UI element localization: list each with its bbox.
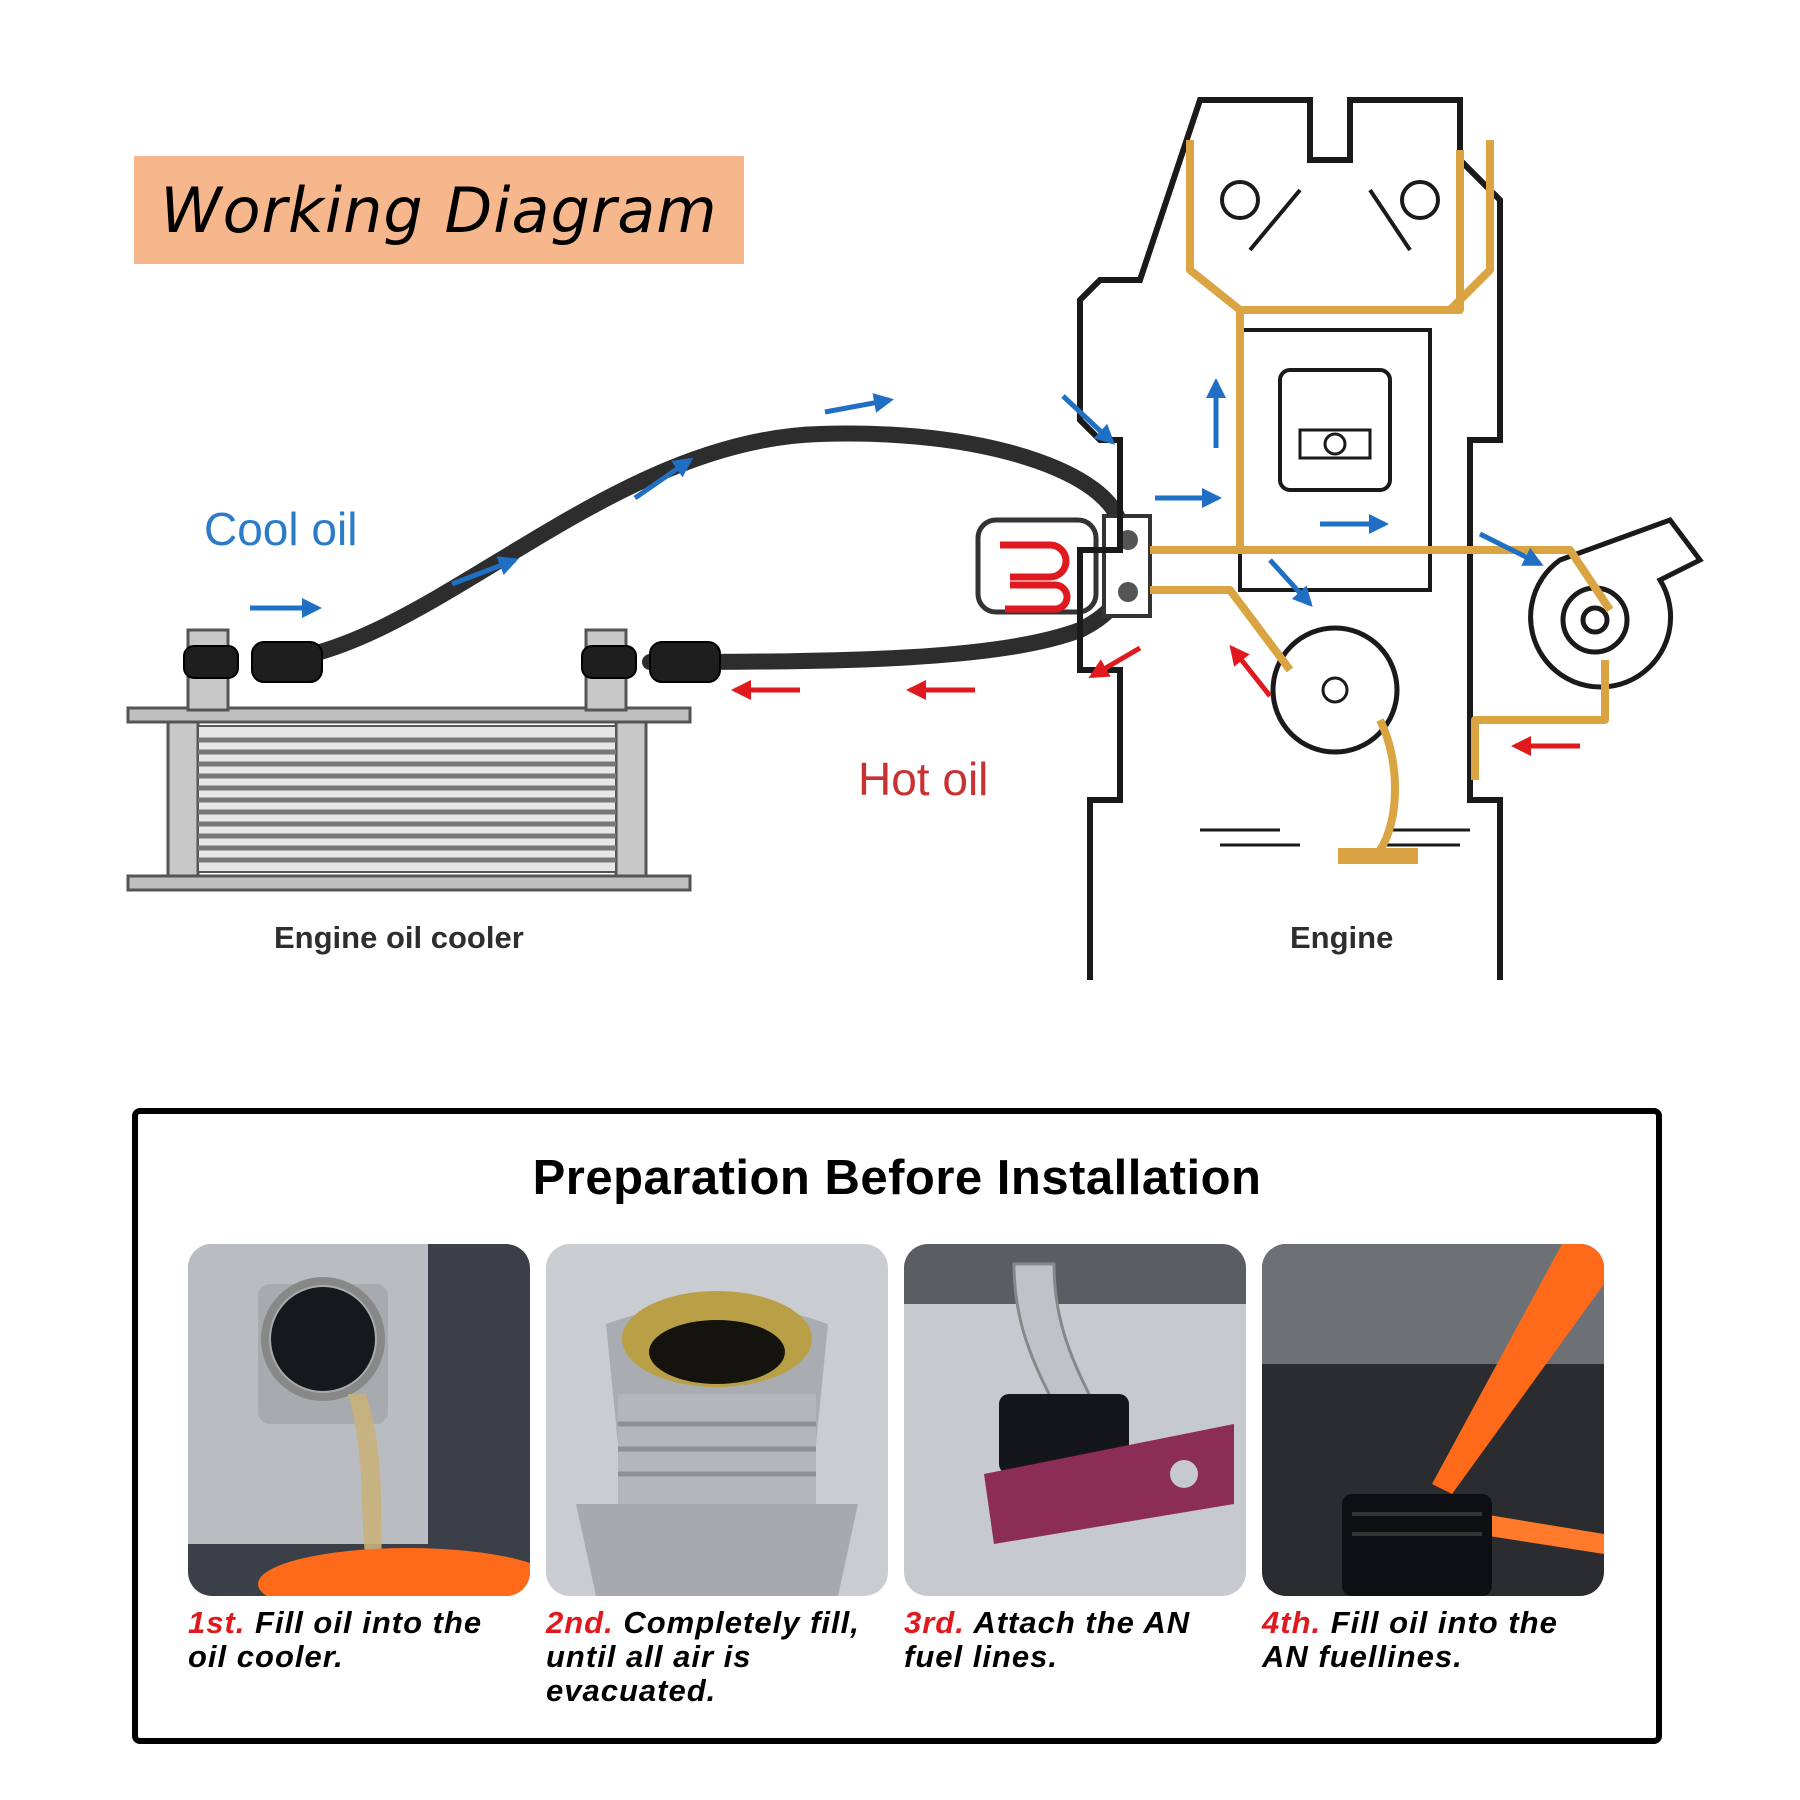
step-2-number: 2nd.	[546, 1605, 614, 1640]
step-4-text: Fill oil into the AN fuellines.	[1262, 1605, 1558, 1674]
step-1: 1st. Fill oil into the oil cooler.	[188, 1244, 530, 1674]
oil-sump	[1338, 848, 1418, 864]
preparation-title: Preparation Before Installation	[532, 1151, 1262, 1205]
oil-cooler	[126, 628, 692, 892]
step-3-caption: 3rd. Attach the AN fuel lines.	[904, 1606, 1246, 1674]
preparation-panel: Preparation Before Installation 1st. Fil…	[132, 1108, 1662, 1744]
step-1-caption: 1st. Fill oil into the oil cooler.	[188, 1606, 530, 1674]
step-4-caption: 4th. Fill oil into the AN fuellines.	[1262, 1606, 1604, 1674]
step-1-photo	[188, 1244, 530, 1596]
step-3-photo	[904, 1244, 1246, 1596]
step-1-number: 1st.	[188, 1605, 246, 1640]
hot-oil-label: Hot oil	[858, 753, 989, 805]
step-2-text: Completely fill, until all air is evacua…	[546, 1605, 860, 1708]
diagram-title: Working Diagram	[160, 173, 718, 247]
step-4-photo	[1262, 1244, 1604, 1596]
step-2: 2nd. Completely fill, until all air is e…	[546, 1244, 888, 1708]
step-2-photo	[546, 1244, 888, 1596]
oil-cooler-label: Engine oil cooler	[274, 920, 524, 955]
turbocharger	[1528, 517, 1704, 690]
step-3-text: Attach the AN fuel lines.	[904, 1605, 1191, 1674]
working-diagram	[126, 97, 1704, 980]
engine-label: Engine	[1290, 920, 1394, 955]
step-1-text: Fill oil into the oil cooler.	[188, 1605, 483, 1674]
cool-flow-arrows	[250, 378, 1544, 618]
step-2-caption: 2nd. Completely fill, until all air is e…	[546, 1606, 888, 1708]
oil-passages	[1150, 140, 1614, 853]
step-3-number: 3rd.	[904, 1605, 965, 1640]
hot-flow-arrows	[731, 644, 1580, 756]
step-4: 4th. Fill oil into the AN fuellines.	[1262, 1244, 1604, 1674]
hose-fittings	[183, 641, 721, 683]
title-badge: Working Diagram	[134, 156, 744, 264]
step-3: 3rd. Attach the AN fuel lines.	[904, 1244, 1246, 1674]
filter-adapter	[975, 514, 1152, 618]
cool-oil-label: Cool oil	[204, 503, 358, 555]
step-4-number: 4th.	[1262, 1605, 1322, 1640]
